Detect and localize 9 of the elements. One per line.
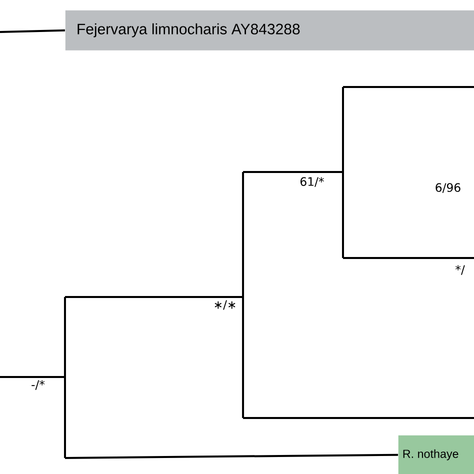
support-value: ∗/∗	[214, 300, 236, 310]
support-value: -/*	[32, 380, 45, 390]
support-value: 6/96	[436, 183, 460, 193]
branch-line	[64, 454, 398, 459]
support-value: */	[456, 265, 465, 275]
branch-line	[0, 29, 66, 33]
taxon-box: R. nothaye	[398, 435, 474, 474]
taxon-box: Fejervarya limnocharis AY843288	[65, 10, 474, 50]
support-value: 61/*	[300, 177, 324, 187]
